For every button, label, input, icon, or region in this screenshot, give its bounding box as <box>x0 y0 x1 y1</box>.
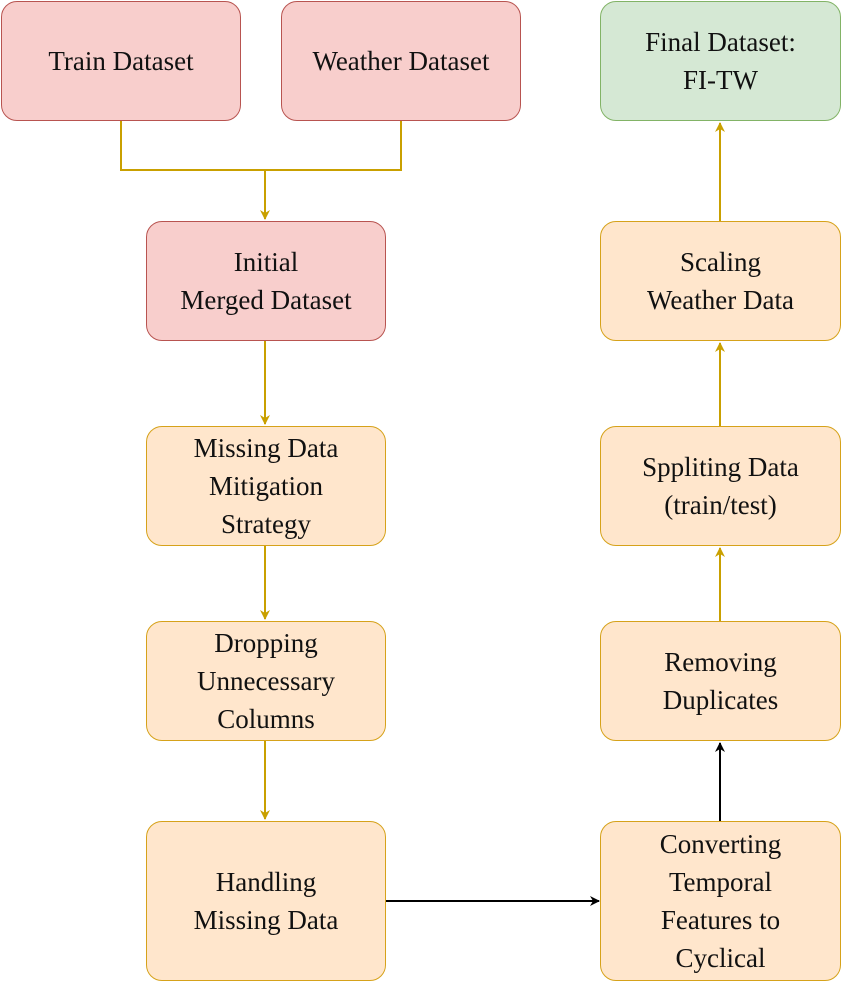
node-dropping-columns: Dropping Unnecessary Columns <box>146 621 386 741</box>
node-scaling-weather-data: Scaling Weather Data <box>600 221 841 341</box>
node-final-dataset: Final Dataset: FI-TW <box>600 1 841 121</box>
node-splitting-data: Sppliting Data (train/test) <box>600 426 841 546</box>
node-converting-temporal-features: Converting Temporal Features to Cyclical <box>600 821 841 981</box>
connector-train-to-junction <box>120 121 265 171</box>
node-handling-missing-data: Handling Missing Data <box>146 821 386 981</box>
node-initial-merged-dataset: Initial Merged Dataset <box>146 221 386 341</box>
node-train-dataset: Train Dataset <box>1 1 241 121</box>
node-weather-dataset: Weather Dataset <box>281 1 521 121</box>
connector-weather-to-junction <box>265 121 402 171</box>
node-removing-duplicates: Removing Duplicates <box>600 621 841 741</box>
node-missing-data-mitigation: Missing Data Mitigation Strategy <box>146 426 386 546</box>
